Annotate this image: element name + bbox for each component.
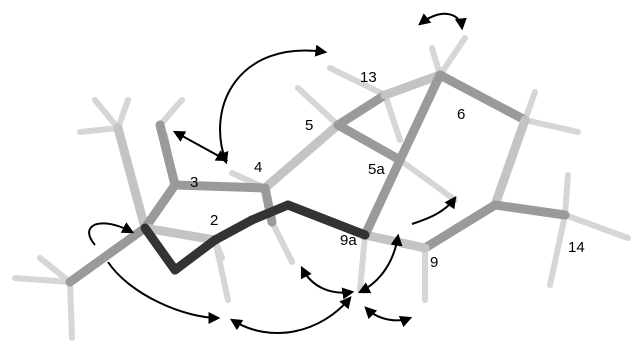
bond-h [295, 85, 341, 128]
bond-h [77, 125, 121, 135]
bond-c [435, 70, 530, 125]
bond-c [333, 90, 390, 130]
atom-label-9a: 9a [340, 232, 357, 249]
atom-label-5a: 5a [368, 161, 385, 178]
bond-h [429, 45, 443, 78]
bond-h [327, 65, 388, 98]
bond-c [260, 120, 343, 193]
bond-c [380, 70, 445, 100]
oxygen-bonds [140, 200, 370, 275]
noe-arrow-h9-h5a [411, 196, 457, 225]
bond-c [140, 223, 220, 245]
noe-correlation-arrows [88, 13, 467, 334]
bond-c [490, 200, 570, 220]
noe-arrow-h4-h9a [300, 265, 355, 300]
atom-labels: 2 3 4 5 5a 6 9 9a 13 14 [190, 69, 585, 271]
bond-c [395, 70, 445, 165]
atom-label-9: 9 [430, 254, 438, 271]
bond-o [170, 235, 220, 275]
noe-arrow-h9a-h9b [364, 306, 413, 328]
noe-arrow-h4-h13 [217, 44, 328, 165]
bond-c [490, 115, 530, 210]
atom-label-14: 14 [568, 239, 585, 256]
bond-c [420, 200, 500, 253]
bond-c [333, 120, 405, 165]
bond-h [562, 172, 571, 218]
bond-c [65, 223, 150, 287]
hydrogen-bonds [12, 35, 631, 341]
bond-h [382, 92, 403, 143]
bond-h [67, 279, 75, 341]
bond-h [562, 212, 631, 241]
atom-label-3: 3 [190, 174, 198, 191]
noe-arrow-me-h2 [107, 261, 221, 324]
bond-c [170, 180, 270, 193]
bond-o [247, 200, 293, 225]
atom-label-2: 2 [210, 212, 218, 229]
bond-h [115, 97, 131, 131]
bond-c [360, 155, 405, 240]
bond-h [437, 35, 468, 78]
bond-h [522, 117, 581, 135]
bond-h [269, 219, 295, 265]
bond-c [113, 123, 150, 233]
noe-arrow-h6-h6 [418, 13, 467, 31]
bond-c [140, 180, 180, 233]
atom-label-4: 4 [254, 159, 262, 176]
noe-arrow-h2-h9a [229, 296, 352, 334]
bond-h [397, 157, 458, 203]
bond-h [37, 255, 73, 285]
bond-o [210, 215, 257, 245]
bond-h [12, 275, 73, 285]
noe-arrow-me-me [88, 222, 135, 246]
carbon-bonds [65, 70, 570, 287]
bond-h [92, 97, 121, 131]
bond-h [547, 212, 568, 288]
bond-h [522, 89, 538, 123]
bond-h [157, 97, 185, 128]
atom-label-6: 6 [457, 106, 465, 123]
bond-c [155, 120, 180, 190]
bond-h [357, 232, 368, 293]
noe-arrow-h3-h4 [172, 130, 229, 162]
bond-o [283, 200, 370, 240]
bond-o [140, 223, 180, 275]
atom-label-13: 13 [360, 69, 377, 86]
atom-label-5: 5 [305, 117, 313, 134]
noe-arrow-h9a-h9 [357, 233, 403, 294]
